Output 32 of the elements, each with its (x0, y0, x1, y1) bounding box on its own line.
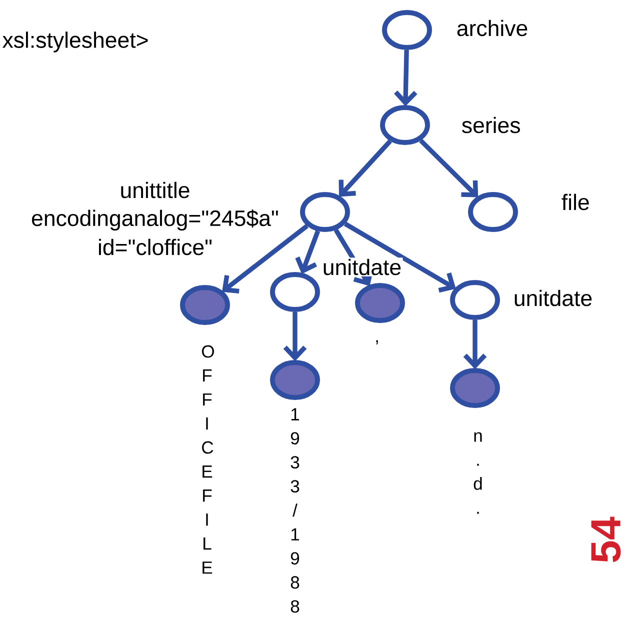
vertical-text: OFFICE FILE (202, 345, 214, 574)
empty-circle (450, 280, 500, 320)
empty-circle (380, 105, 430, 145)
node-label: unittitle (118, 180, 192, 200)
empty-circle (468, 192, 518, 232)
arrow (222, 224, 309, 294)
empty-circle (270, 272, 320, 312)
closing-tag-text: xsl:stylesheet> (2, 32, 148, 52)
filled-circle (355, 283, 405, 323)
empty-circle (300, 192, 350, 232)
arrow (338, 140, 392, 197)
node-label: id="cloffice" (96, 238, 214, 256)
arrow (344, 222, 456, 293)
arrow (295, 230, 320, 274)
vertical-text: n.d. (474, 432, 482, 514)
node-label: file (560, 192, 592, 212)
filled-circle (180, 285, 230, 325)
arrow (463, 320, 487, 370)
filled-circle (270, 360, 320, 400)
node-label: encodinganalog="245$a" (30, 208, 280, 232)
node-label: unitdate (321, 258, 403, 276)
node-label: series (460, 116, 522, 134)
node-label: unitdate (512, 288, 594, 308)
arrow (394, 50, 418, 106)
page-number: 54 (591, 516, 621, 562)
arrow (419, 138, 478, 198)
arrow (283, 312, 307, 362)
node-label: archive (455, 18, 530, 38)
vertical-text: , (376, 340, 378, 344)
empty-circle (382, 10, 432, 50)
filled-circle (450, 368, 500, 408)
vertical-text: 1933/1988 (290, 408, 300, 613)
